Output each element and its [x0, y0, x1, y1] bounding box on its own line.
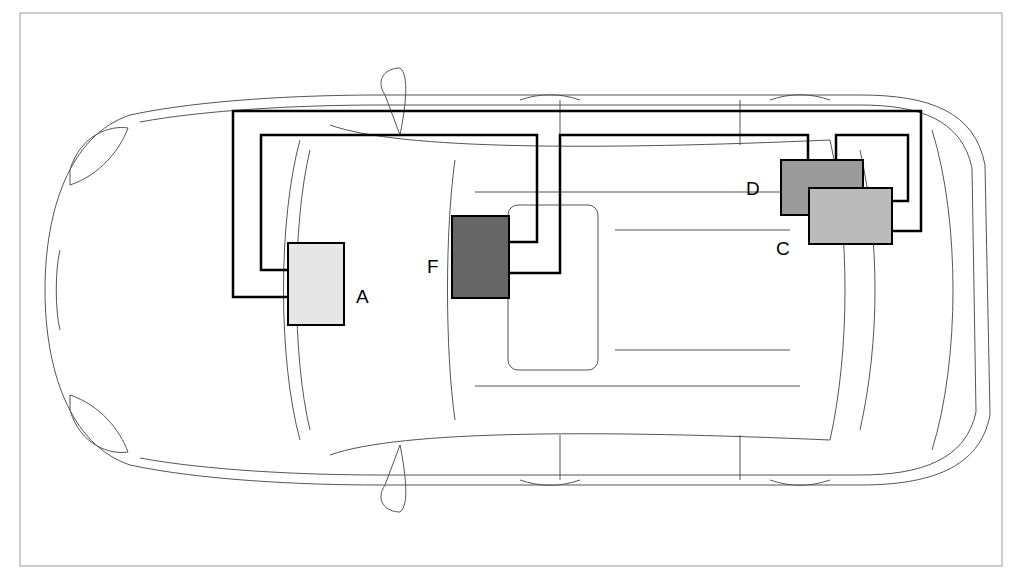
module-box: C [808, 187, 893, 245]
module-letter: A [356, 287, 369, 306]
module-box: F [451, 215, 510, 299]
module-letter: F [427, 257, 439, 276]
wire-connector [510, 135, 808, 273]
module-letter: C [776, 239, 790, 258]
module-letter: D [746, 179, 760, 198]
module-box: A [287, 242, 345, 326]
